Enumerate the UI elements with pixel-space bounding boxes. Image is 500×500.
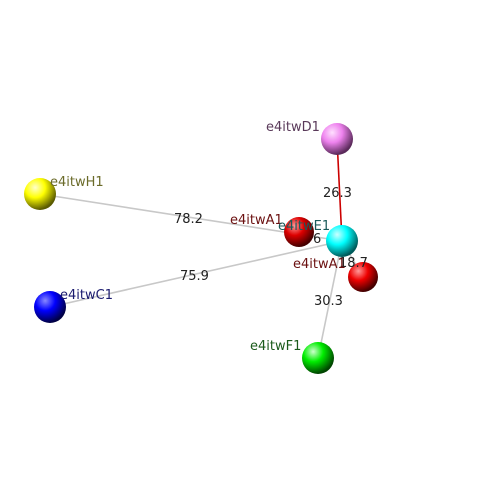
atoms [24,123,378,374]
atom-d1-sphere[interactable] [321,123,353,155]
atom-label-e1: e4itwE1 [278,219,330,234]
atom-h1-sphere[interactable] [24,178,56,210]
distance-bonds [39,138,364,359]
bond-d1-e1 [336,138,343,242]
distance-label-a1-e1: 6 [313,232,321,247]
atom-label-a1: e4itwA1 [230,213,283,228]
atom-c1-sphere[interactable] [34,291,66,323]
atom-label-f1: e4itwF1 [250,339,301,354]
distance-label-f1-e1: 30.3 [314,294,343,309]
distance-label-d1-e1: 26.3 [323,186,352,201]
distance-labels: 78.2 75.9 26.3 30.3 18.7 6 [174,186,368,309]
distance-label-h1-e1: 78.2 [174,212,203,227]
distance-label-a2-e1: 18.7 [339,256,368,271]
atom-a1-sphere[interactable] [284,217,314,247]
bond-f1-e1 [317,240,343,359]
atom-label-c1: e4itwC1 [60,288,113,303]
atom-a2-sphere[interactable] [348,262,378,292]
atom-label-d1: e4itwD1 [266,120,320,135]
bond-c1-e1 [49,240,343,308]
atom-e1-sphere[interactable] [326,225,358,257]
atom-label-a2: e4itwA1 [293,257,346,272]
atom-f1-sphere[interactable] [302,342,334,374]
atom-label-h1: e4itwH1 [50,175,104,190]
atom-labels: e4itwH1 e4itwC1 e4itwD1 e4itwA1 e4itwE1 … [50,120,346,354]
distance-label-c1-e1: 75.9 [180,269,209,284]
